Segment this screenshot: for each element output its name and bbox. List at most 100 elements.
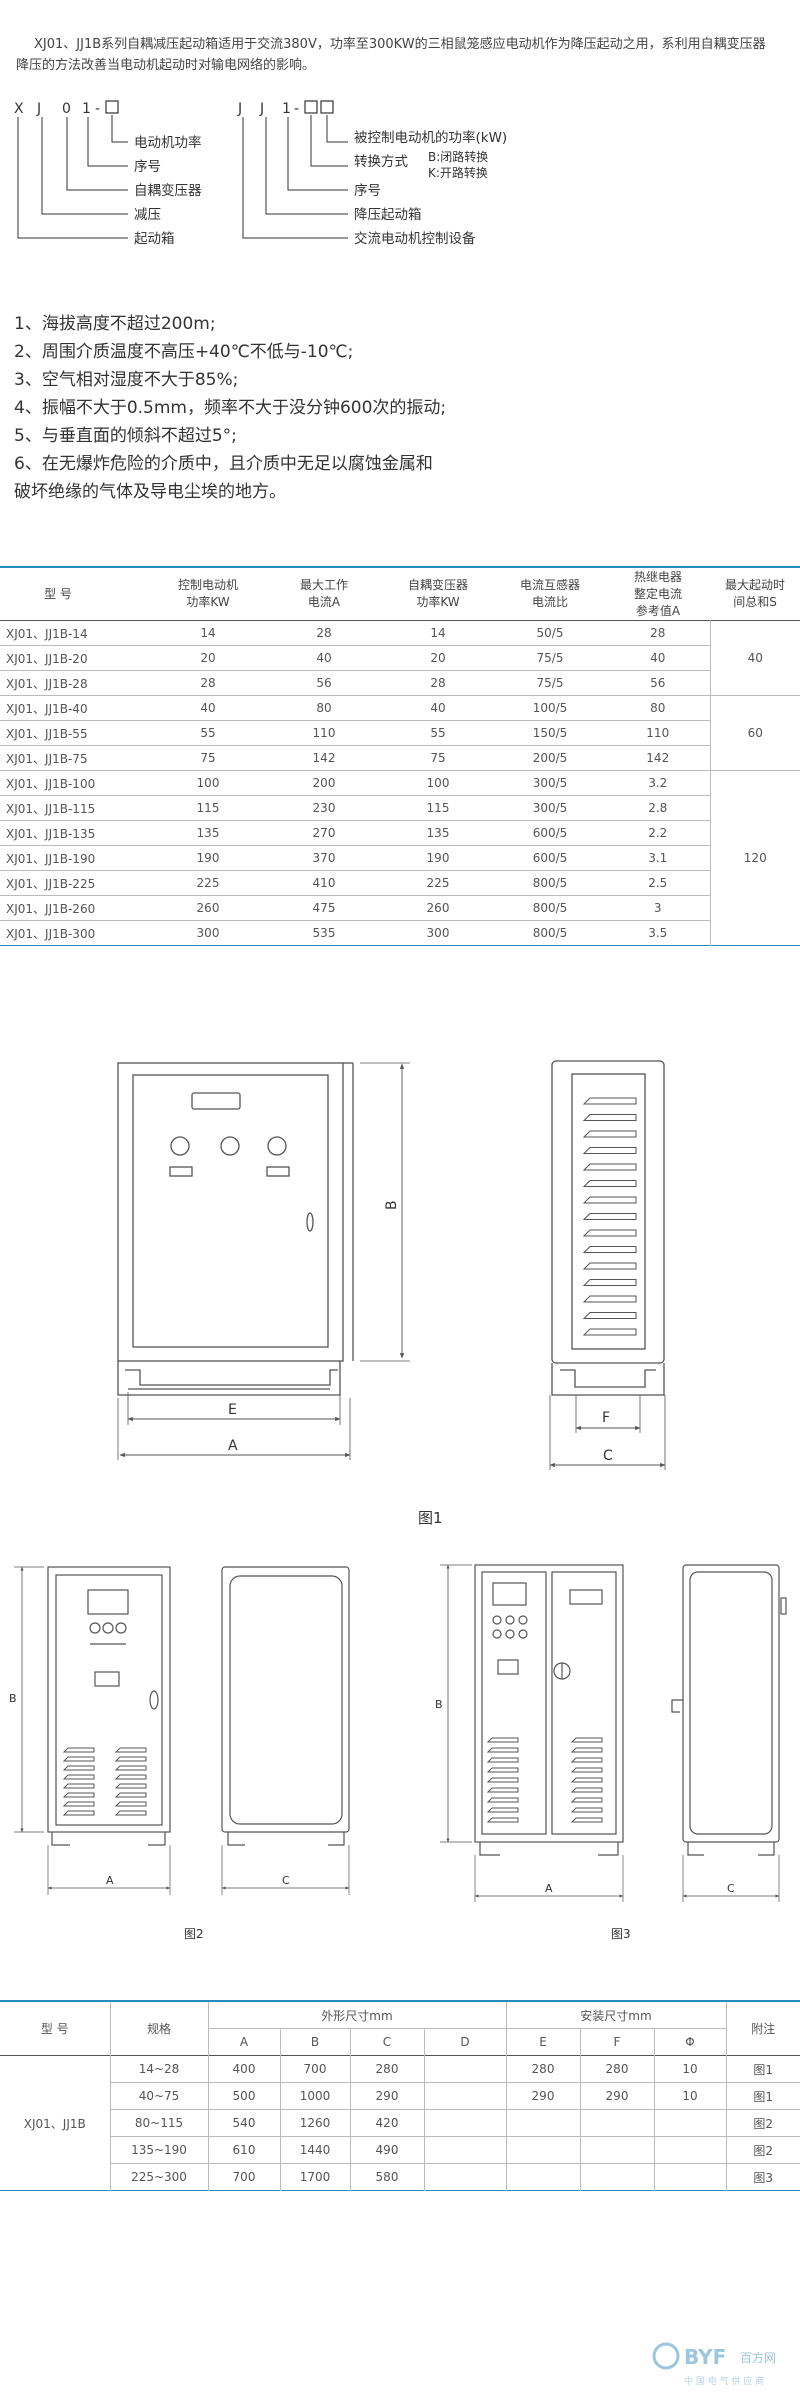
table-cell: 135 [426,826,450,840]
th-model: 型 号 [44,586,72,601]
table-cell [423,2163,506,2191]
table-cell: 2.2 [648,826,668,840]
table-cell: 10 [653,2055,726,2083]
code-left-2: 0 [62,101,71,117]
table-cell: 20 [200,651,216,665]
cell-model: XJ01、JJ1B-225 [6,876,96,891]
table-cell: 14 [200,626,216,640]
fig2-dim-b: B [9,1692,17,1705]
louver-slat [582,1246,637,1253]
code-left-0: X [14,101,24,117]
code-left-1: J [36,101,41,117]
louver-slat [582,1130,637,1138]
cell-model: XJ01、JJ1B-135 [6,826,96,841]
watermark-brand: BYF [684,2345,726,2369]
fig2-front-cabinet [47,1566,171,1833]
table-cell: 55 [430,726,446,740]
table-cell: 280 [505,2055,580,2083]
table-cell: 200/5 [532,751,568,765]
table-cell: 700 [207,2163,280,2191]
louver-slat [582,1312,637,1319]
th-transformer-power: 自耦变压器 功率KW [407,578,468,609]
label-right-5: 降压起动箱 [354,207,422,223]
table-cell [423,2136,506,2164]
watermark-sub: 中 国 电 气 供 应 商 [684,2375,764,2387]
grill-slat [570,1807,603,1813]
th-relay-current: 热继电器 整定电流 参考值A [633,569,682,618]
grill-slat [486,1817,519,1823]
grill-slat [570,1767,603,1773]
table-cell: 300/5 [532,801,568,815]
label-right-1: 转换方式 [354,154,408,170]
table-cell: 55 [200,726,216,740]
table-cell: 600/5 [532,826,568,840]
table-cell: 40 [200,701,216,715]
grill-slat [570,1737,603,1743]
louver-slat [582,1163,637,1171]
table-cell: 110 [312,726,336,740]
louver-slat [582,1147,637,1154]
fig3-front-cabinet [474,1564,624,1843]
table-cell: 300 [196,926,220,940]
fig3-side-cabinet [682,1564,780,1843]
label-left-2: 自耦变压器 [134,183,202,199]
table-cell [579,2163,654,2191]
table-cell [505,2136,580,2164]
louver-slat [582,1279,637,1286]
table-cell: 1440 [279,2136,350,2164]
th-max-current: 最大工作 电流A [299,578,348,609]
fig1-dim-a: A [228,1438,238,1454]
label-right-3: K:开路转换 [428,165,488,180]
table-cell [505,2109,580,2137]
label-right-4: 序号 [354,183,381,199]
code-right-box-2 [320,100,334,114]
fig2-dim-c: C [282,1874,290,1887]
grill-slat [62,1783,95,1789]
table-cell: 2.5 [648,876,668,890]
cell-spec: 225~300 [109,2163,208,2191]
cell-start-time: 60 [709,695,800,771]
cell-model: XJ01、JJ1B-300 [6,926,96,941]
table-cell: 410 [312,876,336,890]
grill-slat [114,1783,147,1789]
table-cell: 3.5 [648,926,668,940]
usage-conditions: 1、海拔高度不超过200m; 2、周围介质温度不高压+40℃不低与-10℃; 3… [14,310,794,506]
louver-slat [582,1229,637,1237]
louver-slat [582,1328,637,1336]
th-ct-ratio: 电流互感器 电流比 [519,578,580,609]
louver-slat [582,1114,637,1121]
code-right-2: 1 [282,101,291,117]
cell-model: XJ01、JJ1B-75 [6,751,88,766]
table-cell: 28 [650,626,666,640]
table-cell: 28 [316,626,332,640]
fig1-front-cabinet [117,1062,344,1362]
table-cell: 370 [312,851,336,865]
cell-model: XJ01、JJ1B-40 [6,701,88,716]
louver-slat [582,1262,637,1270]
cell-spec: 135~190 [109,2136,208,2164]
spec-table: 型 号 控制电动机 功率KW 最大工作 电流A 自耦变压器 功率KW 电流互感器… [0,566,800,946]
table-cell: 100 [196,776,220,790]
figure-2-3-drawing: B A C B A C 图2 图3 [9,1564,787,1941]
grill-slat [570,1817,603,1823]
cell-note: 图3 [725,2163,800,2191]
table-cell: 135 [196,826,220,840]
grill-slat [486,1787,519,1793]
table-cell: 3.1 [648,851,668,865]
table-cell: 150/5 [532,726,568,740]
cell-note: 图1 [725,2055,800,2083]
table-cell [653,2136,726,2164]
th2-f: F [579,2028,654,2056]
table-cell: 200 [312,776,336,790]
th2-spec: 规格 [109,2001,208,2056]
label-right-2: B:闭路转换 [428,149,488,164]
